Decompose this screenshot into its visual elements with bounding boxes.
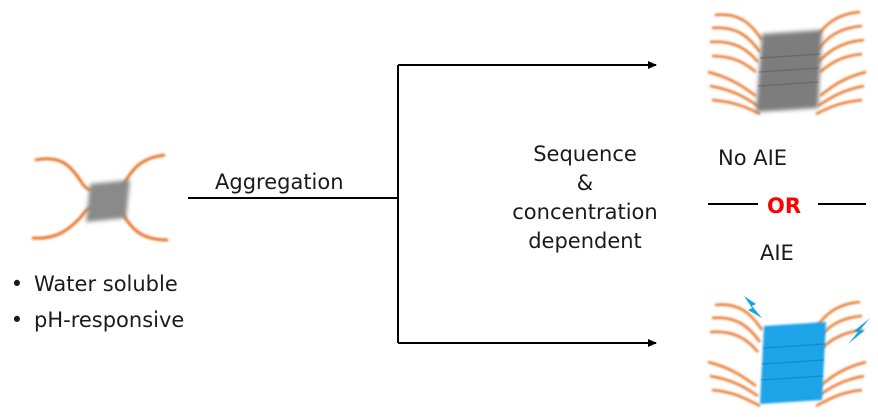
or-label: OR <box>767 194 802 218</box>
condition-line: Sequence <box>533 142 637 166</box>
monomer-molecule-icon <box>31 153 169 242</box>
aie-label: AIE <box>760 241 794 265</box>
feature-text: pH-responsive <box>34 308 185 332</box>
emission-lightning-icon <box>744 296 870 344</box>
feature-item: • pH-responsive <box>0 308 185 332</box>
aggregate-aie-icon <box>707 296 870 408</box>
no-aie-label: No AIE <box>718 146 788 170</box>
bullet-icon: • <box>10 272 24 296</box>
feature-text: Water soluble <box>34 272 178 296</box>
condition-line: concentration <box>512 200 658 224</box>
condition-line: dependent <box>528 229 642 253</box>
condition-label: Sequence & concentration dependent <box>455 140 715 256</box>
feature-item: • Water soluble <box>0 272 178 296</box>
aggregation-label: Aggregation <box>215 170 344 194</box>
aggregate-no-aie-icon <box>707 10 867 116</box>
condition-line: & <box>576 171 594 195</box>
branch-arrows <box>188 61 657 347</box>
bullet-icon: • <box>10 308 24 332</box>
